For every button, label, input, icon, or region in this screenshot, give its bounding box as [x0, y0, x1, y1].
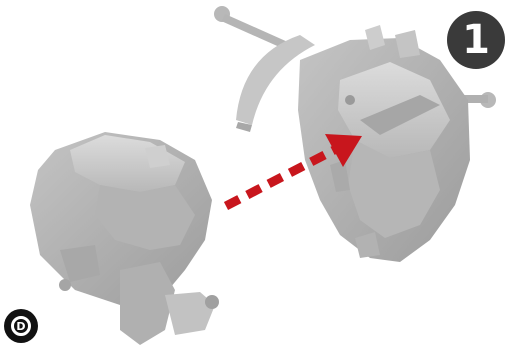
left-part	[30, 132, 219, 345]
side-marker-letter: D	[11, 316, 31, 336]
step-number-badge: 1	[447, 11, 505, 69]
side-marker-badge: D	[4, 309, 38, 343]
step-number: 1	[462, 20, 490, 60]
